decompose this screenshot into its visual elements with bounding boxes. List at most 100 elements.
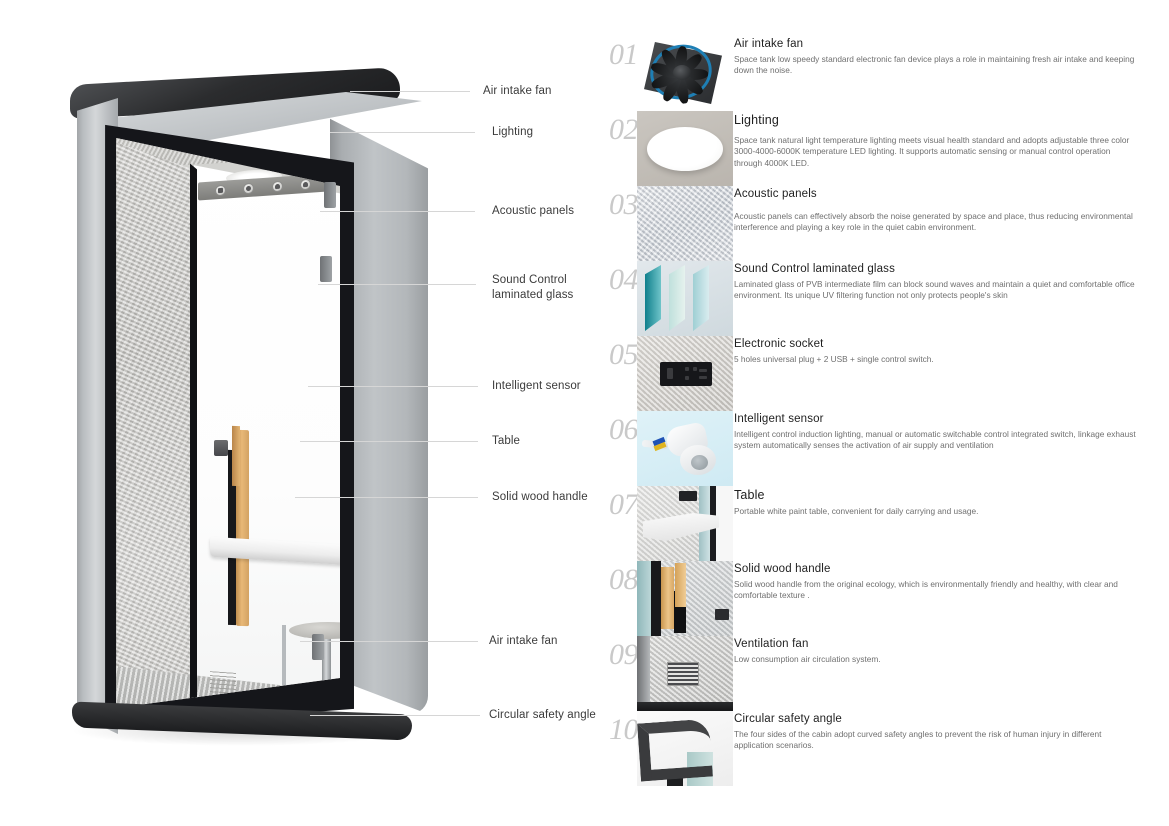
- feature-number: 06: [609, 413, 639, 446]
- feature-number: 07: [609, 488, 639, 521]
- feature-number: 05: [609, 338, 639, 371]
- feature-thumbnail[interactable]: [637, 186, 733, 261]
- feature-thumbnail[interactable]: [637, 636, 733, 711]
- feature-description: Solid wood handle from the original ecol…: [734, 579, 1118, 601]
- feature-thumbnail[interactable]: [637, 411, 733, 486]
- ventilation-fan-grille: [210, 671, 236, 695]
- callout-leader-line: [310, 715, 480, 716]
- stool-seat[interactable]: [289, 622, 340, 639]
- socket-hole: [685, 376, 689, 380]
- callout-leader-line: [318, 284, 476, 285]
- callout-label: Acoustic panels: [492, 205, 575, 217]
- door-hinge-middle: [320, 256, 332, 282]
- callout-leader-line: [308, 386, 478, 387]
- handle-bg-dark-stile: [651, 561, 661, 636]
- feature-description: Space tank low speedy standard electroni…: [734, 54, 1135, 76]
- vent-dark-floor: [637, 702, 733, 711]
- callout-leader-line: [330, 132, 475, 133]
- feature-title: Lighting: [734, 113, 779, 127]
- vent-side-panel: [637, 636, 650, 711]
- stool-gas-post: [322, 636, 331, 708]
- sound-control-laminated-glass-door[interactable]: [194, 165, 340, 708]
- feature-description: Intelligent control induction lighting, …: [734, 429, 1136, 451]
- intelligent-sensor-thumbnail: [637, 411, 733, 486]
- callout-label: Solid wood handle: [492, 491, 588, 503]
- light-button-icon[interactable]: [271, 180, 283, 192]
- ventilation-button-icon[interactable]: [215, 184, 227, 196]
- stool-footrest: [282, 625, 322, 708]
- corner-dark-base: [667, 774, 683, 786]
- circular-safety-angle-thumbnail: [637, 711, 733, 786]
- feature-description: 5 holes universal plug + 2 USB + single …: [734, 354, 934, 364]
- callout-label: Sound Control laminated glass: [492, 274, 574, 301]
- feature-number: 02: [609, 113, 639, 146]
- electronic-socket-thumbnail: [637, 336, 733, 411]
- feature-number: 01: [609, 38, 639, 71]
- feature-row[interactable]: 05 Electronic socket 5 holes universal plu…: [598, 336, 1169, 411]
- feature-title: Table: [734, 488, 765, 502]
- callout-leader-line: [350, 91, 470, 92]
- usb-port: [699, 369, 707, 372]
- feature-number: 09: [609, 638, 639, 671]
- corner-glass-edge: [687, 752, 713, 786]
- felt-left-panel: [116, 141, 196, 706]
- feature-text-block: Electronic socket 5 holes universal plug …: [734, 338, 1139, 365]
- socket-hole: [685, 367, 689, 371]
- ventilation-fan-thumbnail: [637, 636, 733, 711]
- laminated-glass-thumbnail: [637, 261, 733, 336]
- table-thumbnail: [637, 486, 733, 561]
- feature-number: 04: [609, 263, 639, 296]
- lamp-diffuser: [647, 127, 723, 171]
- feature-number: 10: [609, 713, 639, 746]
- feature-thumbnail[interactable]: [637, 111, 733, 186]
- glass-pane-1: [645, 265, 661, 331]
- feature-description: Portable white paint table, convenient f…: [734, 506, 979, 516]
- callout-leader-line: [300, 641, 478, 642]
- feature-thumbnail[interactable]: [637, 336, 733, 411]
- lamp-button-icon[interactable]: [299, 178, 311, 190]
- feature-title: Sound Control laminated glass: [734, 263, 895, 275]
- wood-strip-inner: [675, 563, 686, 607]
- office-pod-illustration: [62, 67, 432, 748]
- intelligent-sensor-module: [214, 440, 228, 456]
- feature-description: The four sides of the cabin adopt curved…: [734, 729, 1102, 751]
- usb-port: [699, 376, 707, 379]
- feature-title: Intelligent sensor: [734, 413, 824, 425]
- feature-title: Electronic socket: [734, 338, 824, 350]
- feature-thumbnail[interactable]: [637, 36, 733, 111]
- door-black-stile: [190, 163, 197, 708]
- feature-thumbnail[interactable]: [637, 711, 733, 786]
- callout-label: Air intake fan: [483, 85, 552, 97]
- callout-7: Solid wood handle: [0, 490, 600, 504]
- feature-thumbnail[interactable]: [637, 561, 733, 636]
- feature-thumbnail[interactable]: [637, 486, 733, 561]
- feature-thumbnail[interactable]: [637, 261, 733, 336]
- sensor-lens-dome: [691, 455, 708, 470]
- feature-title: Air intake fan: [734, 38, 804, 50]
- feature-description: Acoustic panels can effectively absorb t…: [734, 211, 1133, 233]
- wood-strip-outer: [661, 567, 674, 629]
- feature-title: Solid wood handle: [734, 563, 831, 575]
- ceiling-lamp-thumbnail: [637, 111, 733, 186]
- callout-5: Intelligent sensor: [0, 379, 600, 393]
- fan-button-icon[interactable]: [243, 182, 255, 194]
- feature-description: Space tank natural light temperature lig…: [734, 135, 1130, 168]
